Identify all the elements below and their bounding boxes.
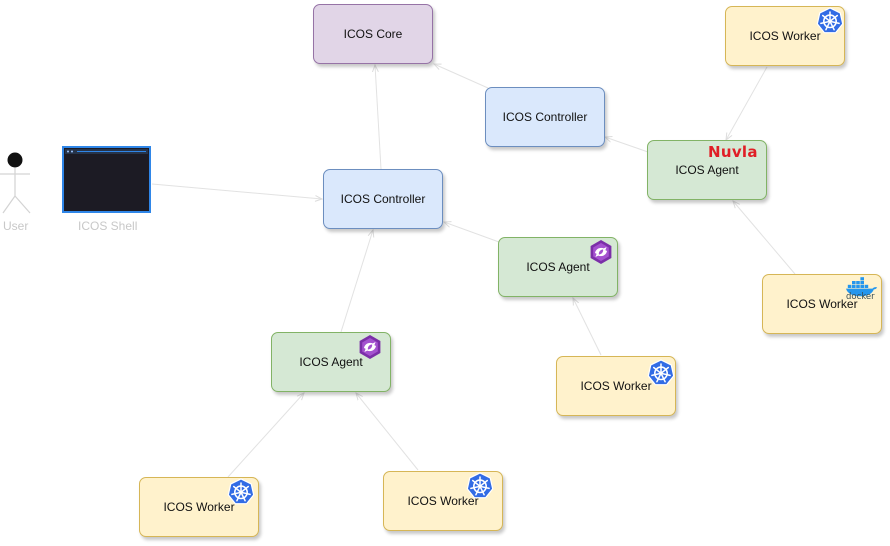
icos-shell-window[interactable] (62, 146, 151, 213)
docker-wordmark: docker (846, 292, 875, 302)
edge-worker-docker-to-agent-nuvla (733, 201, 796, 275)
icos-worker-bottom-left-node[interactable]: ICOS Worker (139, 477, 259, 537)
edge-worker-bottom-center-to-agent-left (356, 393, 419, 471)
actor-head (7, 152, 23, 168)
icos-worker-bottom-center-node[interactable]: ICOS Worker (383, 471, 503, 531)
shell-label: ICOS Shell (78, 219, 138, 233)
icos-worker-mid-node[interactable]: ICOS Worker (556, 356, 676, 416)
icos-worker-top-right-node[interactable]: ICOS Worker (725, 6, 845, 66)
node-label: ICOS Worker (580, 379, 652, 393)
node-label: ICOS Agent (526, 260, 590, 274)
node-label: ICOS Core (343, 27, 403, 41)
kubernetes-icon (647, 359, 675, 386)
user-label: User (3, 219, 29, 233)
kubernetes-icon (816, 7, 844, 34)
user-actor[interactable] (0, 152, 31, 214)
node-label: ICOS Worker (407, 494, 479, 508)
docker-icon (846, 277, 878, 297)
edge-worker-mid-to-agent-mid (573, 298, 602, 356)
icos-core-node[interactable]: ICOS Core (313, 4, 433, 64)
ext-icon (359, 335, 381, 359)
edge-worker-top-right-to-agent-nuvla (726, 66, 768, 140)
edge-controller-main-to-core (375, 65, 382, 170)
edge-agent-left-to-controller-main (340, 230, 373, 333)
edge-agent-mid-to-controller-main (444, 222, 500, 243)
edge-agent-nuvla-to-controller-top (605, 137, 649, 153)
node-label: ICOS Controller (502, 110, 588, 124)
kubernetes-icon (227, 478, 255, 505)
node-label: ICOS Agent (675, 163, 739, 177)
node-label: ICOS Worker (786, 297, 858, 311)
kubernetes-icon (466, 472, 494, 499)
icos-worker-docker-node[interactable]: ICOS Worker docker (762, 274, 882, 334)
icos-controller-main-node[interactable]: ICOS Controller (323, 169, 443, 229)
node-label: ICOS Worker (163, 500, 235, 514)
node-label: ICOS Worker (749, 29, 821, 43)
icos-controller-top-node[interactable]: ICOS Controller (485, 87, 605, 147)
icos-agent-left-node[interactable]: ICOS Agent (271, 332, 391, 392)
ext-icon (590, 240, 612, 264)
node-label: ICOS Agent (299, 355, 363, 369)
icos-agent-mid-node[interactable]: ICOS Agent (498, 237, 618, 297)
edge-shell-to-controller-main (151, 183, 322, 199)
icos-agent-nuvla-node[interactable]: ICOS Agent Nuvla (647, 140, 767, 200)
nuvla-logo: Nuvla (708, 143, 758, 161)
node-label: ICOS Controller (340, 192, 426, 206)
edge-controller-top-to-core (434, 64, 489, 89)
edge-worker-bottom-left-to-agent-left (227, 393, 304, 478)
